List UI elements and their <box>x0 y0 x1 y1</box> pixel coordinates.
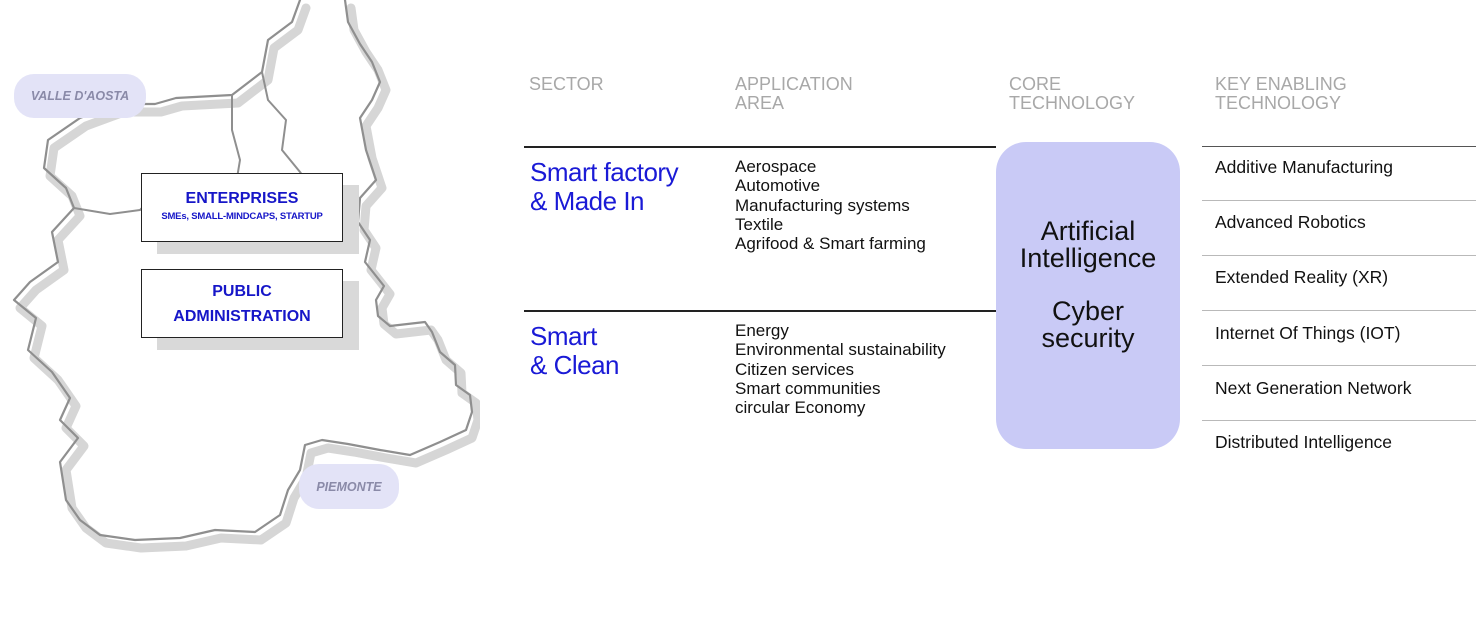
core-technology-box: Artificial Intelligence Cyber security <box>996 142 1180 449</box>
list-item: Environmental sustainability <box>735 340 946 360</box>
ket-divider <box>1202 420 1476 421</box>
applications-smart-factory: Aerospace Automotive Manufacturing syste… <box>735 157 926 253</box>
ket-divider <box>1202 365 1476 366</box>
list-item: Automotive <box>735 176 821 196</box>
core-tech-ai: Artificial Intelligence <box>1019 216 1157 273</box>
enterprises-subtitle: SMEs, SMALL-MINDCAPS, STARTUP <box>161 211 323 222</box>
header-key-enabling-technology: KEY ENABLING TECHNOLOGY <box>1215 74 1347 113</box>
ket-item-extended-reality: Extended Reality (XR) <box>1215 267 1389 287</box>
list-item: Aerospace <box>735 157 817 176</box>
list-item: Smart communities <box>735 378 881 398</box>
core-tech-cyber: Cyber security <box>1041 296 1135 353</box>
ket-item-iot: Internet Of Things (IOT) <box>1215 323 1401 343</box>
ket-divider <box>1202 255 1476 256</box>
public-administration-box: PUBLIC ADMINISTRATION <box>141 269 343 338</box>
public-administration-line2: ADMINISTRATION <box>173 308 311 325</box>
header-sector: SECTOR <box>529 74 604 94</box>
ket-item-next-generation-network: Next Generation Network <box>1215 378 1412 398</box>
enterprises-box: ENTERPRISES SMEs, SMALL-MINDCAPS, STARTU… <box>141 173 343 242</box>
ket-divider <box>1202 200 1476 201</box>
sector-divider-2 <box>524 310 996 312</box>
list-item: circular Economy <box>735 398 866 418</box>
list-item: Textile <box>735 214 784 234</box>
sector-smart-clean: Smart & Clean <box>530 321 620 380</box>
applications-smart-clean: Energy Environmental sustainability Citi… <box>735 321 946 417</box>
list-item: Manufacturing systems <box>735 195 910 215</box>
sector-smart-factory: Smart factory & Made In <box>530 157 679 216</box>
list-item: Energy <box>735 321 789 340</box>
enterprises-title: ENTERPRISES <box>185 190 299 207</box>
ket-item-distributed-intelligence: Distributed Intelligence <box>1215 432 1393 452</box>
list-item: Citizen services <box>735 359 855 379</box>
ket-divider <box>1202 146 1476 147</box>
header-application-area: APPLICATION AREA <box>735 74 853 113</box>
region-label-valle-daosta: VALLE D'AOSTA <box>14 74 146 118</box>
ket-item-advanced-robotics: Advanced Robotics <box>1215 212 1366 232</box>
ket-divider <box>1202 310 1476 311</box>
map-shadow <box>15 3 480 553</box>
header-core-technology: CORE TECHNOLOGY <box>1009 74 1136 113</box>
ket-item-additive-manufacturing: Additive Manufacturing <box>1215 157 1394 177</box>
list-item: Agrifood & Smart farming <box>735 234 926 254</box>
region-label-piemonte: PIEMONTE <box>299 464 399 509</box>
sector-divider-1 <box>524 146 996 148</box>
map-outline <box>12 0 474 542</box>
public-administration-line1: PUBLIC <box>212 283 272 300</box>
